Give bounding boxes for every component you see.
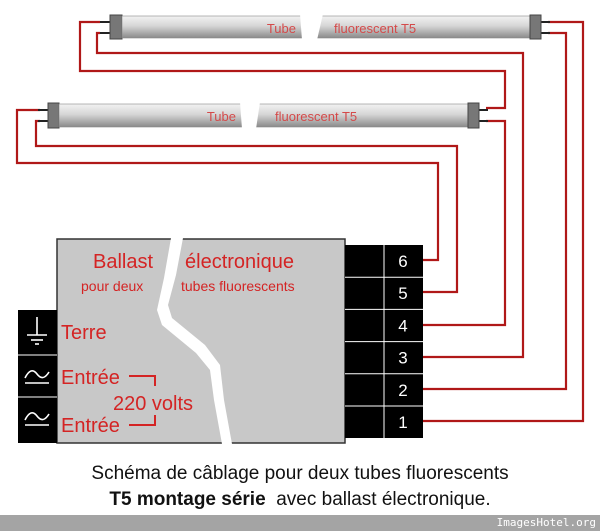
voltage-label: 220 volts: [113, 393, 193, 415]
input-1-label: Entrée: [61, 367, 120, 389]
tube-1: Tube fluorescent T5: [100, 14, 550, 40]
tube-2: Tube fluorescent T5: [38, 102, 488, 129]
wire-t1-right-top: [423, 20, 585, 423]
watermark-bar: ImagesHotel.org: [0, 515, 600, 531]
voltage-bracket-lower: [129, 415, 156, 426]
ballast-title-left: Ballast: [93, 251, 153, 273]
input-block: [18, 310, 57, 443]
ac-icon: [24, 370, 50, 384]
ballast-title-right: électronique: [185, 251, 294, 273]
earth-icon: [27, 317, 47, 345]
caption-rest: avec ballast électronique.: [266, 489, 491, 510]
ballast-subtitle-left: pour deux: [81, 278, 143, 294]
terminal-2: 2: [398, 381, 407, 400]
wire-t1-left-bottom: [95, 31, 525, 359]
terminal-6: 6: [398, 252, 407, 271]
wire-t1-left-top: [78, 20, 507, 110]
terminal-1: 1: [398, 413, 407, 432]
wiring-diagram: Tube fluorescent T5 Tube fluorescent T5 …: [15, 14, 585, 510]
wire-t2-left-bottom: [34, 119, 459, 294]
caption-line-2: T5 montage série avec ballast électroniq…: [109, 489, 490, 510]
ballast: Ballast électronique pour deux tubes flu…: [56, 238, 346, 444]
wire-t2-right-bottom: [423, 119, 507, 327]
tube-1-label-right: fluorescent T5: [334, 21, 416, 36]
ballast-subtitle-right: tubes fluorescents: [181, 278, 295, 294]
earth-label: Terre: [61, 322, 107, 344]
crack: [157, 238, 232, 444]
wire-t2-left-top: [15, 108, 440, 262]
tube-1-label-left: Tube: [267, 21, 296, 36]
watermark: ImagesHotel.org: [496, 516, 596, 529]
wire-t1-right-bottom: [423, 31, 568, 391]
terminal-5: 5: [398, 284, 407, 303]
terminal-3: 3: [398, 349, 407, 368]
terminal-4: 4: [398, 316, 407, 335]
tube-2-label-right: fluorescent T5: [275, 109, 357, 124]
caption-bold: T5 montage série: [109, 489, 265, 510]
terminal-block: 6 5 4 3 2 1: [345, 245, 423, 438]
input-2-label: Entrée: [61, 415, 120, 437]
ac-icon: [24, 412, 50, 426]
tube-2-label-left: Tube: [207, 109, 236, 124]
caption-line-1: Schéma de câblage pour deux tubes fluore…: [91, 463, 508, 484]
voltage-bracket: [129, 375, 156, 386]
wires: [15, 20, 585, 423]
